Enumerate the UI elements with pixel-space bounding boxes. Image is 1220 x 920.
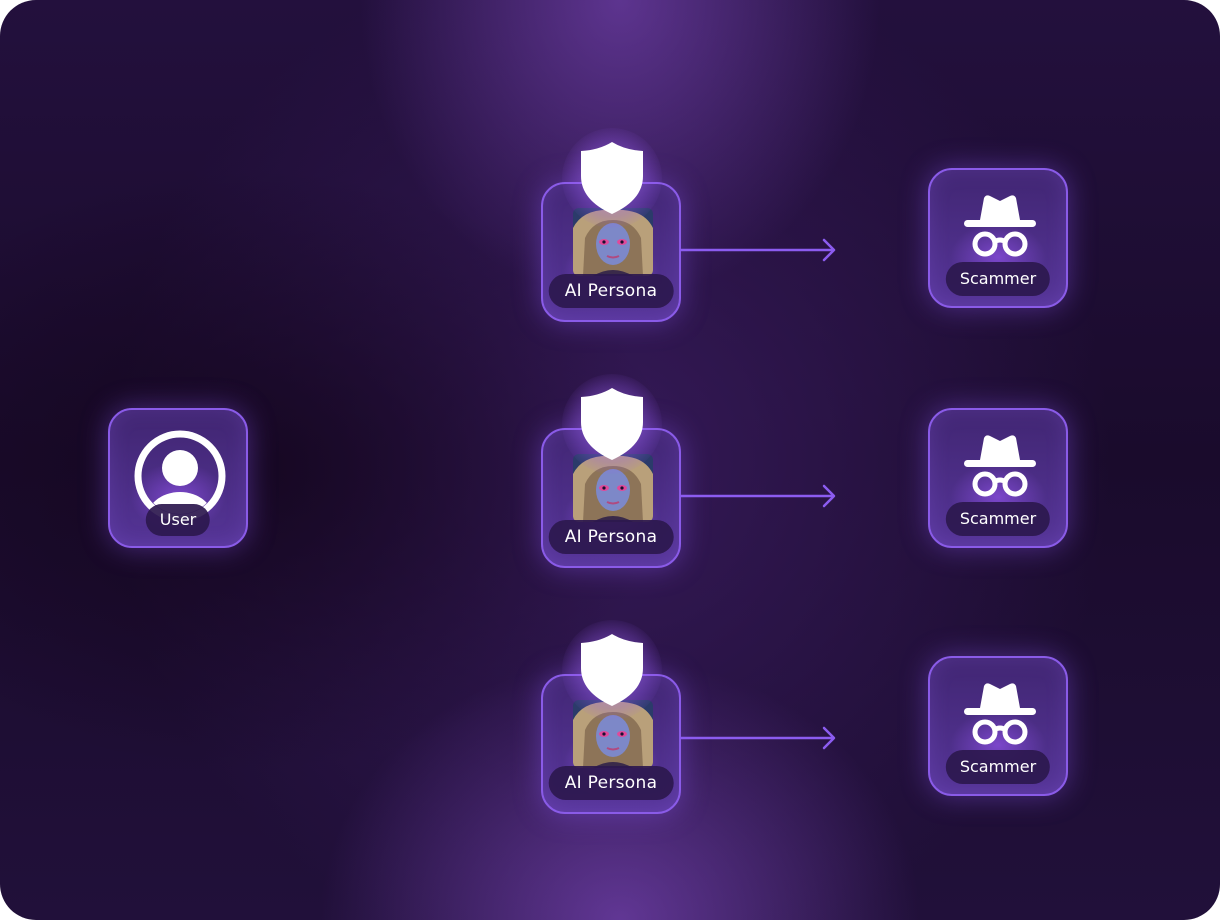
spy-icon [964,435,1036,497]
persona-label: AI Persona [548,766,674,800]
arrow-right-icon [680,726,836,750]
scammer-node-2: Scammer [928,408,1068,548]
scammer-node-1: Scammer [928,168,1068,308]
spy-icon [964,683,1036,745]
arrow-right-icon [680,484,836,508]
user-label: User [145,504,211,536]
scammer-label: Scammer [945,750,1051,784]
shield-icon [581,634,643,706]
shield-icon [581,142,643,214]
shield-icon [581,388,643,460]
persona-label: AI Persona [548,520,674,554]
scammer-label: Scammer [945,262,1051,296]
scammer-node-3: Scammer [928,656,1068,796]
scammer-label: Scammer [945,502,1051,536]
spy-icon [964,195,1036,257]
user-node: User [108,408,248,548]
persona-label: AI Persona [548,274,674,308]
arrow-right-icon [680,238,836,262]
